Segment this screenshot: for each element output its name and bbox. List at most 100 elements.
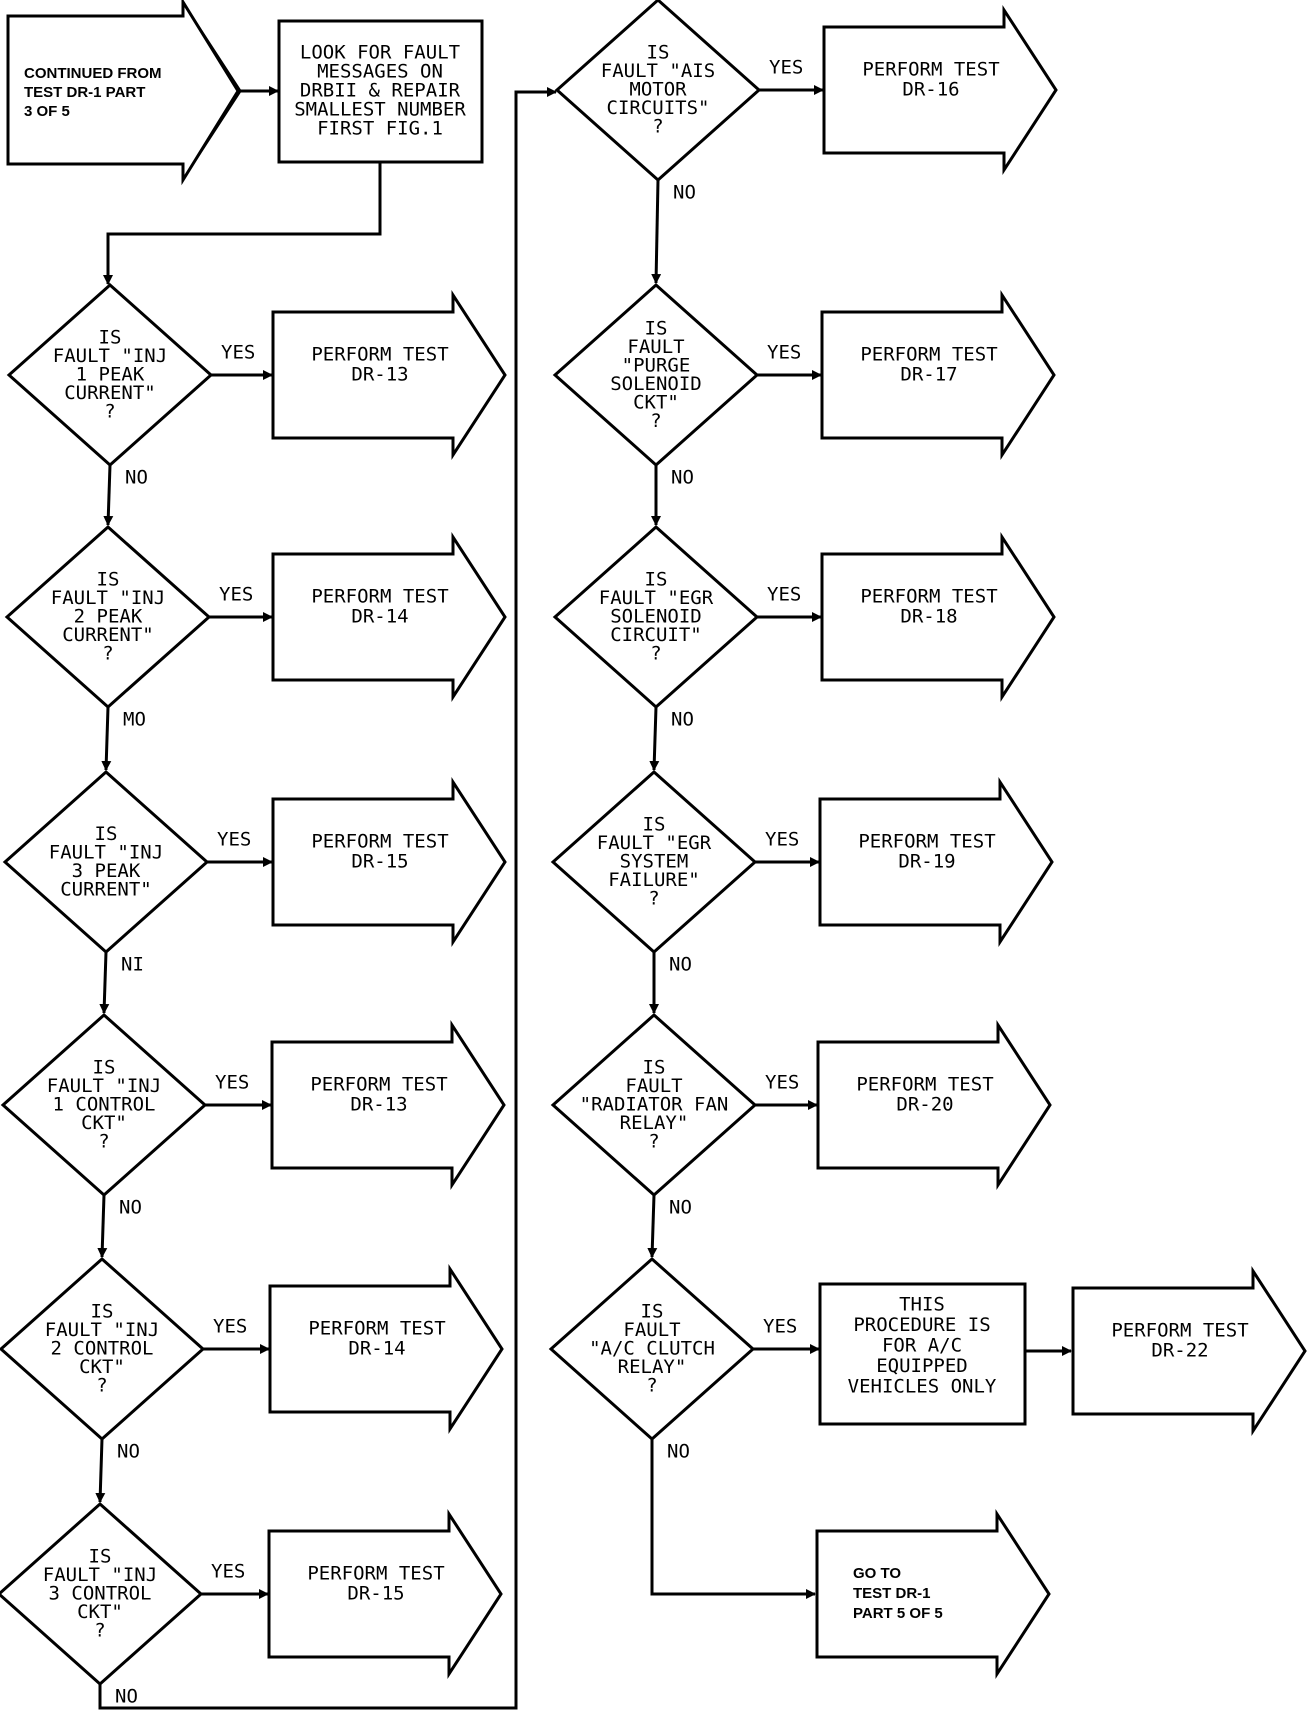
yes-label: YES <box>221 342 255 364</box>
right-decision-4-text-line: IS <box>643 814 666 836</box>
no-label: NO <box>119 1197 142 1219</box>
yes-label: YES <box>217 829 251 851</box>
right-decision-3-text-line: ? <box>650 643 661 665</box>
look-to-first-decision <box>103 162 382 285</box>
left-decision-2-text-line: 2 PEAK <box>74 606 143 628</box>
left-no-connector-4 <box>97 1194 108 1258</box>
left-decision-2-text-line: FAULT "INJ <box>51 587 165 609</box>
left-result-text-2-line: PERFORM TEST <box>311 586 448 608</box>
left-decision-4-text-line: ? <box>98 1131 109 1153</box>
left-result-arrow-6 <box>267 1508 503 1680</box>
yes-label: YES <box>763 1316 797 1338</box>
left-result-text-1-line: PERFORM TEST <box>311 344 448 366</box>
right-decision-4-text-line: ? <box>648 888 659 910</box>
right-decision-2-text-line: CKT" <box>633 391 679 413</box>
left-decision-5-text-line: CKT" <box>79 1356 125 1378</box>
right-result-text-1-line: DR-16 <box>902 79 959 101</box>
right-no-connector-5 <box>647 1194 658 1258</box>
look-box-text-line: LOOK FOR FAULT <box>300 42 460 64</box>
left-no-connector-1 <box>103 464 114 526</box>
right-decision-2-text-line: FAULT <box>627 336 684 358</box>
yes-label: YES <box>765 1072 799 1094</box>
right-result-arrow-5 <box>816 1019 1052 1191</box>
right-decision-6 <box>548 1256 756 1442</box>
right-result-text-6-line: PERFORM TEST <box>1111 1320 1248 1342</box>
left-decision-1-text-line: ? <box>104 401 115 423</box>
left-decision-3-text-line: IS <box>95 823 118 845</box>
start-arrow-outline <box>6 0 240 186</box>
left-decision-6-text-line: FAULT "INJ <box>43 1564 157 1586</box>
right-decision-5 <box>550 1012 758 1198</box>
left-decision-5-text-line: 2 CONTROL <box>51 1338 154 1360</box>
left-decision-5-text-line: IS <box>91 1301 114 1323</box>
right-decision-6-text-line: "A/C CLUTCH <box>589 1338 715 1360</box>
left-no-connector-2 <box>101 706 112 771</box>
right-decision-6-text-line: FAULT <box>623 1319 680 1341</box>
no-label: NO <box>115 1686 138 1708</box>
left-decision-4-text-line: CKT" <box>81 1112 127 1134</box>
left-result-text-3-line: PERFORM TEST <box>311 831 448 853</box>
no-label: NO <box>117 1441 140 1463</box>
right-decision-3 <box>552 524 760 710</box>
right-decision-1-text-line: IS <box>647 42 670 64</box>
left-decision-6-text-line: ? <box>94 1620 105 1642</box>
right-result-arrow-2 <box>820 289 1056 461</box>
no-label: MO <box>123 709 146 731</box>
left-decision-3-text-line: CURRENT" <box>60 878 152 900</box>
left-decision-4 <box>0 1012 208 1198</box>
ac-note-text-line: EQUIPPED <box>876 1355 968 1377</box>
left-decision-6-text-line: IS <box>89 1546 112 1568</box>
look-box-text-line: FIRST FIG.1 <box>317 118 443 140</box>
right-decision-2-text-line: IS <box>645 317 668 339</box>
yes-label: YES <box>769 57 803 79</box>
right-result-text-3-line: DR-18 <box>900 606 957 628</box>
no-label: NO <box>671 709 694 731</box>
left-decision-6-text-line: CKT" <box>77 1601 123 1623</box>
left-decision-4-text-line: FAULT "INJ <box>47 1075 161 1097</box>
left-result-text-4-line: DR-13 <box>350 1094 407 1116</box>
right-decision-4 <box>550 769 758 955</box>
left-decision-1-text-line: FAULT "INJ <box>53 345 167 367</box>
left-result-text-4-line: PERFORM TEST <box>310 1074 447 1096</box>
right-decision-1-text-line: CIRCUITS" <box>607 97 710 119</box>
right-decision-2 <box>552 282 760 468</box>
left-result-text-1-line: DR-13 <box>351 364 408 386</box>
start-text-line: 3 OF 5 <box>24 103 70 120</box>
left-decision-2-text-line: CURRENT" <box>62 624 154 646</box>
no-label: NO <box>671 467 694 489</box>
right-decision-1 <box>554 0 762 183</box>
yes-label: YES <box>767 342 801 364</box>
right-result-arrow-1 <box>822 4 1058 176</box>
left-decision-5 <box>0 1256 206 1442</box>
right-decision-5-text-line: ? <box>648 1131 659 1153</box>
right-decision-5-text-line: RELAY" <box>620 1112 689 1134</box>
right-decision-6-text-line: IS <box>641 1301 664 1323</box>
no-label: NO <box>125 467 148 489</box>
ac-note-text-line: FOR A/C <box>882 1335 962 1357</box>
right-result-arrow-6 <box>1071 1265 1307 1437</box>
left-decision-2-text-line: IS <box>97 569 120 591</box>
left-result-arrow-1 <box>271 289 507 461</box>
yes-label: YES <box>765 829 799 851</box>
ac-note-text-line: PROCEDURE IS <box>853 1314 990 1336</box>
left-result-text-5-line: PERFORM TEST <box>308 1318 445 1340</box>
left-result-arrow-3 <box>271 776 507 948</box>
start-text-line: CONTINUED FROM <box>24 65 162 82</box>
left-result-text-5-line: DR-14 <box>348 1338 405 1360</box>
look-box-text-line: MESSAGES ON <box>317 61 443 83</box>
right-decision-2-text-line: "PURGE <box>622 354 691 376</box>
left-result-text-3-line: DR-15 <box>351 851 408 873</box>
end-text-line: TEST DR-1 <box>853 1585 931 1602</box>
right-decision-4-text-line: SYSTEM <box>620 851 689 873</box>
left-decision-5-text-line: FAULT "INJ <box>45 1319 159 1341</box>
ac-note-text-line: VEHICLES ONLY <box>848 1376 997 1398</box>
left-result-arrow-2 <box>271 531 507 703</box>
ac-note-text-line: THIS <box>899 1294 945 1316</box>
right-result-text-4-line: DR-19 <box>898 851 955 873</box>
right-decision-6-text-line: RELAY" <box>618 1356 687 1378</box>
right-decision-4-text-line: FAULT "EGR <box>597 832 712 854</box>
right-decision-4-text-line: FAILURE" <box>608 869 700 891</box>
